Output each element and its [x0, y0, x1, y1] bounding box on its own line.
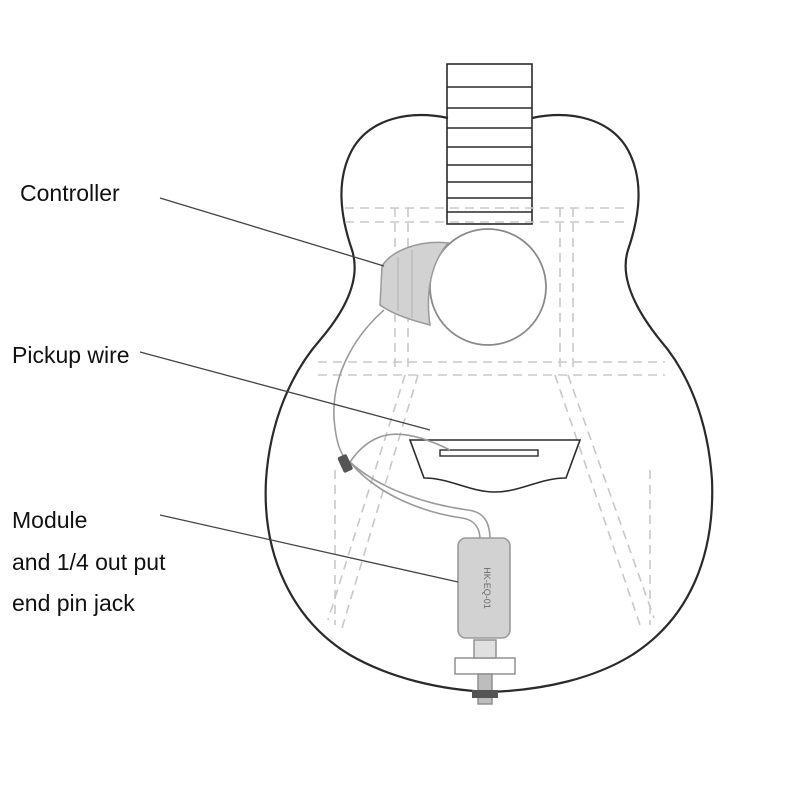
sound-hole: [430, 229, 546, 345]
module-leader: [160, 515, 458, 582]
fretboard: [447, 64, 532, 224]
module-label-line3: end pin jack: [12, 592, 135, 615]
bridge: [410, 440, 580, 492]
module-label-line1: Module: [12, 509, 87, 532]
controller-label: Controller: [20, 182, 120, 205]
pickup-module: HK-EQ-01: [458, 538, 510, 638]
end-pin-jack: [455, 640, 515, 704]
pickup-wire-leader: [140, 352, 430, 430]
module-marking: HK-EQ-01: [482, 567, 492, 609]
pickup-wire-label: Pickup wire: [12, 344, 130, 367]
module-label-line2: and 1/4 out put: [12, 551, 165, 574]
